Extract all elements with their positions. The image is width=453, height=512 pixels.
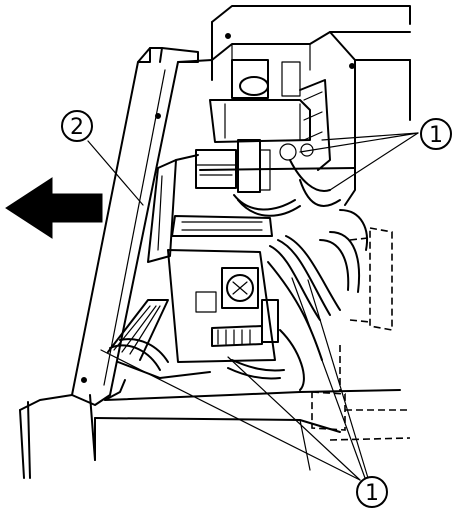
callout-2-left: 2: [61, 110, 144, 206]
callout-1-top-label: 1: [429, 123, 443, 148]
callout-1-top: 1: [299, 118, 452, 191]
arrow-left-icon: [5, 177, 103, 239]
callout-1-bottom-label: 1: [365, 481, 379, 506]
main-board: [167, 215, 279, 363]
ribbon-cable: [107, 299, 211, 379]
fan-module: [147, 154, 199, 263]
callout-2-label: 2: [70, 115, 84, 140]
power-supply-board: [195, 59, 331, 193]
housing-back: [211, 5, 411, 206]
callout-1-bottom: 1: [100, 277, 388, 508]
hidden-outline: [311, 227, 411, 441]
wire-harness: [109, 159, 368, 391]
chassis-frame: [94, 59, 401, 471]
front-cover-panel: [19, 47, 199, 479]
